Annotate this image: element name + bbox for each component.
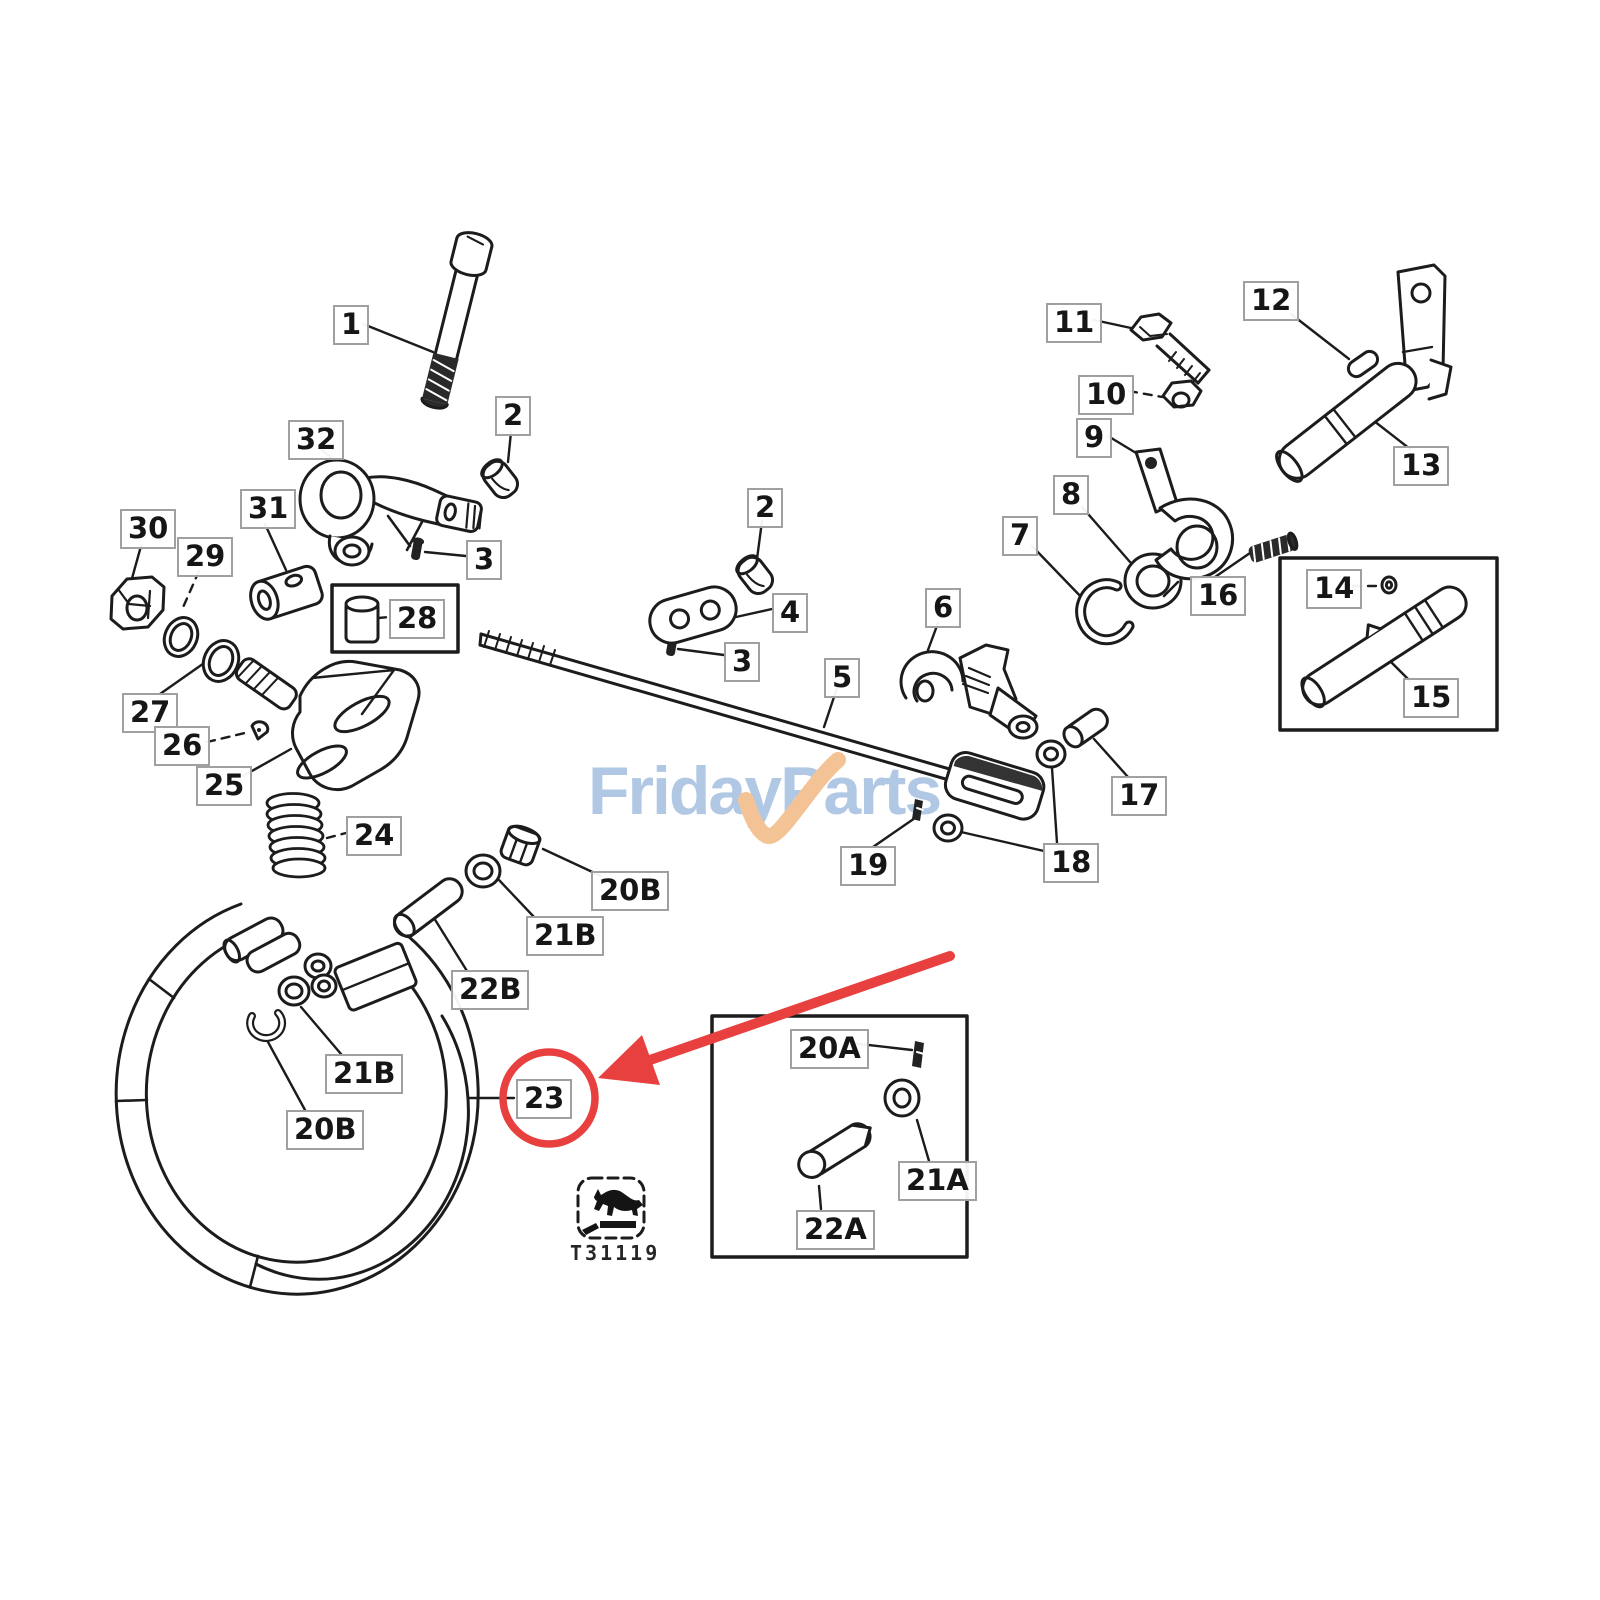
part-16-screw — [1248, 531, 1299, 563]
callout-14: 14 — [1306, 569, 1363, 609]
callout-5: 5 — [824, 658, 861, 698]
callout-20b-upper: 20B — [591, 871, 670, 911]
callout-32: 32 — [288, 420, 345, 460]
callout-7: 7 — [1002, 516, 1039, 556]
callout-29: 29 — [177, 537, 234, 577]
callout-1: 1 — [333, 305, 370, 345]
part-1-bolt — [420, 231, 494, 410]
part-29-ring — [162, 616, 200, 658]
callout-2b: 2 — [747, 488, 784, 528]
callout-15: 15 — [1403, 678, 1460, 718]
drawing-number: T31119 — [570, 1241, 661, 1265]
callout-19: 19 — [840, 846, 897, 886]
callout-25: 25 — [196, 766, 253, 806]
part-20b-clip-lower — [246, 1009, 287, 1043]
part-7-snap-ring — [1075, 578, 1135, 646]
callout-16: 16 — [1190, 576, 1247, 616]
part-10-nut — [1161, 379, 1203, 409]
part-22a-pin — [797, 1122, 872, 1179]
watermark: FridayParts — [588, 752, 1018, 852]
part-21b-washer-upper — [464, 853, 502, 889]
part-9-lever — [1134, 447, 1234, 598]
callout-26: 26 — [154, 726, 211, 766]
part-6-yoke — [899, 643, 1039, 740]
callout-22b: 22B — [451, 970, 530, 1010]
callout-20b-lower: 20B — [286, 1110, 365, 1150]
callout-18: 18 — [1043, 843, 1100, 883]
part-2-pin-b — [735, 554, 775, 596]
part-17-pin — [1062, 707, 1109, 749]
part-24-spring — [265, 792, 327, 879]
callout-4: 4 — [772, 593, 809, 633]
part-21b-washer-lower — [277, 975, 311, 1007]
callout-22a: 22A — [796, 1210, 875, 1250]
part-4-plate — [648, 585, 738, 645]
part-3-pin-a — [411, 537, 425, 561]
part-32-cam-lever — [298, 458, 483, 567]
part-23-brake-band — [114, 902, 480, 1296]
part-27-ring — [201, 639, 241, 683]
part-2-pin-a — [480, 458, 520, 500]
part-26-pin — [250, 720, 270, 741]
part-25-bracket — [234, 657, 421, 791]
callout-30: 30 — [120, 509, 177, 549]
part-28-bushing — [344, 595, 380, 644]
part-14-pin — [1380, 575, 1398, 595]
watermark-check-icon — [738, 752, 846, 844]
part-31-pin — [249, 564, 324, 621]
callout-17: 17 — [1111, 776, 1168, 816]
part-30-nut — [109, 575, 166, 631]
callout-10: 10 — [1078, 375, 1135, 415]
part-21a-washer — [883, 1078, 921, 1118]
part-11-bolt — [1129, 312, 1211, 385]
callout-2a: 2 — [495, 396, 532, 436]
part-22b-pin — [392, 877, 464, 939]
callout-23-highlighted: 23 — [516, 1079, 573, 1119]
highlight-arrowhead — [598, 1035, 660, 1085]
part-12-key — [1346, 349, 1380, 379]
part-8-washer — [1123, 552, 1183, 610]
callout-8: 8 — [1053, 475, 1090, 515]
callout-27: 27 — [122, 693, 179, 733]
callout-12: 12 — [1243, 281, 1300, 321]
callout-21b-lower: 21B — [325, 1054, 404, 1094]
callout-11: 11 — [1046, 303, 1103, 343]
john-deere-logo — [576, 1176, 646, 1240]
callout-28: 28 — [389, 599, 446, 639]
callout-6: 6 — [925, 588, 962, 628]
callout-21a: 21A — [898, 1161, 977, 1201]
callout-24: 24 — [346, 816, 403, 856]
part-3-pin-b — [666, 633, 680, 657]
callout-3a: 3 — [466, 540, 503, 580]
callout-21b-upper: 21B — [526, 916, 605, 956]
callout-31: 31 — [240, 489, 297, 529]
part-20a-pin — [912, 1041, 925, 1068]
callout-13: 13 — [1393, 446, 1450, 486]
callout-3b: 3 — [724, 642, 761, 682]
part-20b-bushing-upper — [499, 824, 542, 867]
callout-20a: 20A — [790, 1029, 869, 1069]
callout-9: 9 — [1076, 418, 1113, 458]
